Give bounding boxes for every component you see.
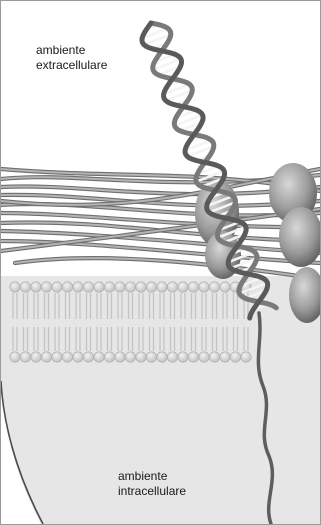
lipid-head <box>199 352 209 362</box>
dna-double-helix <box>142 23 276 318</box>
lipid-head <box>73 282 83 292</box>
lipid-head <box>10 352 20 362</box>
lipid-head <box>136 282 146 292</box>
lipid-head <box>115 282 125 292</box>
lipid-head <box>62 352 72 362</box>
lipid-head <box>178 282 188 292</box>
lipid-head <box>10 282 20 292</box>
lipid-head <box>209 282 219 292</box>
intracellular-label-line1: ambiente <box>118 469 186 484</box>
intracellular-label-line2: intracellulare <box>118 484 186 499</box>
lipid-head <box>188 352 198 362</box>
lipid-head <box>20 282 30 292</box>
lipid-head <box>136 352 146 362</box>
lipid-head <box>220 352 230 362</box>
lipid-head <box>94 352 104 362</box>
lipid-head <box>115 352 125 362</box>
lipid-head <box>157 282 167 292</box>
lipid-head <box>104 352 114 362</box>
lipid-head <box>83 352 93 362</box>
lipid-head <box>146 282 156 292</box>
lipid-head <box>62 282 72 292</box>
lipid-head <box>83 282 93 292</box>
intracellular-label: ambiente intracellulare <box>118 469 186 499</box>
lipid-head <box>73 352 83 362</box>
extracellular-label-line2: extracellulare <box>36 58 107 73</box>
lipid-head <box>167 352 177 362</box>
lipid-head <box>31 282 41 292</box>
lipid-head <box>94 282 104 292</box>
lipid-head <box>209 352 219 362</box>
lipid-head <box>31 352 41 362</box>
lipid-head <box>157 352 167 362</box>
lipid-head <box>20 352 30 362</box>
lipid-head <box>178 352 188 362</box>
extracellular-label-line1: ambiente <box>36 43 107 58</box>
lipid-head <box>230 352 240 362</box>
lipid-head <box>125 282 135 292</box>
lipid-head <box>104 282 114 292</box>
lipid-head <box>241 352 251 362</box>
lipid-head <box>167 282 177 292</box>
lipid-head <box>188 282 198 292</box>
lipid-head <box>199 282 209 292</box>
lipid-head <box>220 282 230 292</box>
extracellular-label: ambiente extracellulare <box>36 43 107 73</box>
lipid-head <box>146 352 156 362</box>
lipid-head <box>41 282 51 292</box>
lipid-head <box>52 352 62 362</box>
lipid-head <box>125 352 135 362</box>
lipid-head <box>41 352 51 362</box>
lipid-head <box>52 282 62 292</box>
